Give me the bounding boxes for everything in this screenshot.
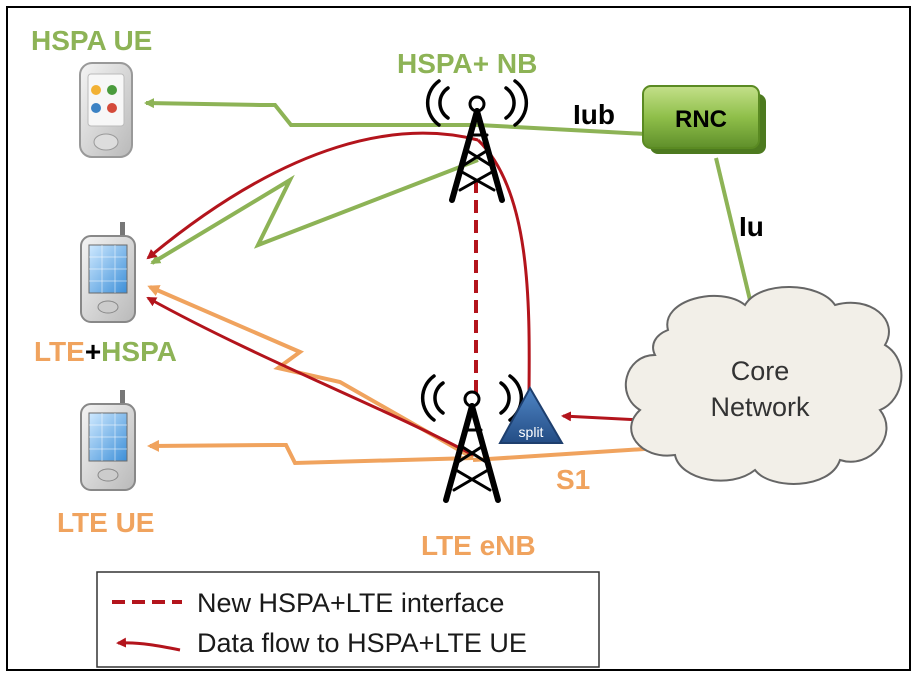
legend-item-data-flow: Data flow to HSPA+LTE UE	[197, 628, 527, 658]
rnc-box	[642, 85, 766, 154]
lte-hspa-label-lte: LTE	[34, 336, 85, 367]
hspa-ue-phone-icon	[79, 62, 133, 158]
core-network-label-line2: Network	[710, 392, 810, 422]
iu-label: Iu	[739, 211, 764, 242]
hspa-link-to-dual-ue	[150, 158, 479, 265]
split-label: split	[519, 424, 544, 440]
flow-enb-to-dual-ue	[146, 296, 474, 457]
lte-ue-phone-icon	[80, 390, 136, 491]
lte-link-to-dual-ue	[147, 285, 474, 460]
iub-link	[477, 123, 647, 136]
s1-link	[472, 446, 661, 462]
hspa-links	[144, 98, 752, 301]
lte-enb-label: LTE eNB	[421, 530, 536, 561]
legend-arrow-swatch	[116, 637, 181, 652]
split-node	[498, 385, 564, 444]
hspa-nb-label: HSPA+ NB	[397, 48, 537, 79]
diagram-border	[6, 6, 911, 671]
data-flow	[146, 131, 641, 457]
legend-item-new-interface: New HSPA+LTE interface	[197, 588, 504, 618]
lte-ue-label: LTE UE	[57, 507, 154, 538]
lte-links	[147, 285, 661, 466]
iub-label: Iub	[573, 99, 615, 130]
lte-hspa-label: LTE+HSPA	[34, 336, 177, 367]
s1-label: S1	[556, 464, 590, 495]
lte-hspa-label-hspa: HSPA	[101, 336, 177, 367]
rnc-label: RNC	[675, 106, 727, 133]
legend-box	[96, 571, 600, 668]
hspa-ue-label: HSPA UE	[31, 25, 152, 56]
lte-enb-tower-icon	[420, 374, 524, 503]
lte-hspa-label-plus: +	[85, 336, 101, 367]
flow-core-to-split	[561, 411, 641, 422]
hspa-nb-tower-icon	[425, 79, 529, 203]
hspa-link-to-hspa-ue	[144, 98, 478, 127]
flow-split-to-nb	[476, 138, 531, 393]
lte-link-to-lte-ue	[147, 439, 474, 466]
core-network-cloud	[624, 286, 903, 485]
core-network-label-line1: Core	[731, 356, 790, 386]
dual-mode-ue-phone-icon	[80, 222, 136, 323]
flow-nb-to-dual-ue	[146, 131, 479, 260]
legend: New HSPA+LTE interface Data flow to HSPA…	[96, 571, 600, 668]
iu-link	[714, 157, 752, 301]
